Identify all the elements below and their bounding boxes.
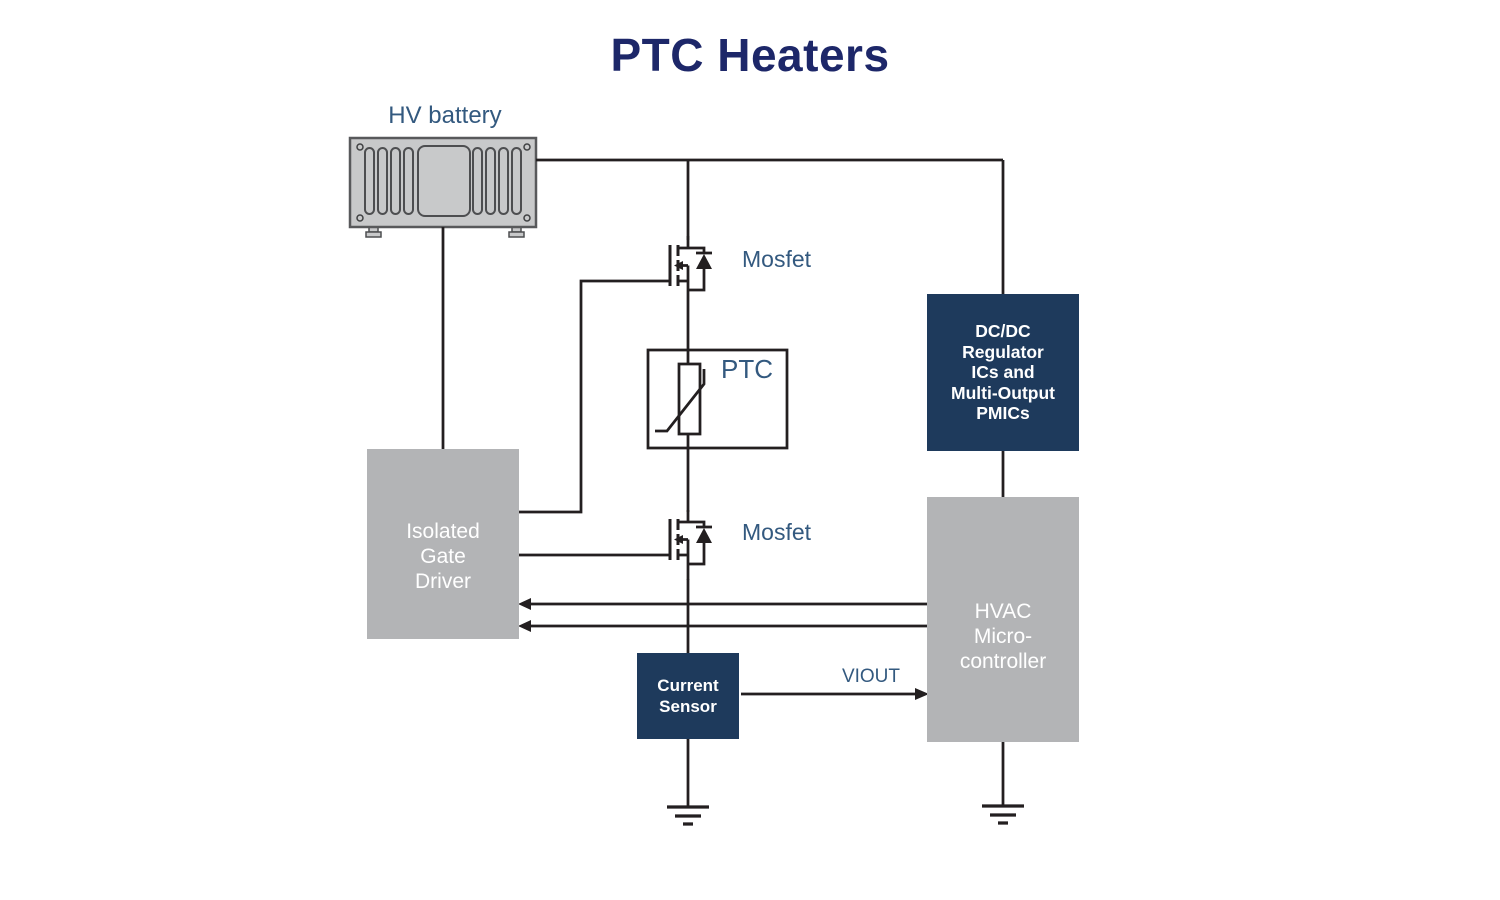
arrowhead-to-gate-driver-1	[518, 598, 531, 610]
hv-battery-icon	[348, 136, 538, 238]
dcdc-line: Regulator	[962, 341, 1044, 362]
dcdc-line: ICs and	[971, 362, 1035, 383]
current-sensor-line: Current	[657, 676, 719, 695]
hvac-line: HVAC	[974, 600, 1032, 623]
mosfet-bottom-icon	[668, 508, 714, 582]
hv-battery-label: HV battery	[388, 102, 502, 129]
ground-icon-right	[980, 804, 1026, 825]
hvac-line: controller	[959, 650, 1047, 673]
dcdc-regulator-box: DC/DC Regulator ICs and Multi-Output PMI…	[927, 294, 1079, 451]
viout-signal-label: VIOUT	[841, 666, 900, 687]
gate-drive-wires	[519, 279, 671, 557]
arrowhead-to-gate-driver-2	[518, 620, 531, 632]
arrowhead-viout	[915, 688, 929, 700]
isolated-gate-driver-box: Isolated Gate Driver	[367, 449, 519, 639]
dcdc-line: Multi-Output	[951, 382, 1055, 403]
isolated-gate-driver-line: Isolated	[406, 519, 480, 543]
current-sensor-box: Current Sensor	[637, 653, 739, 739]
ptc-thermistor-icon	[646, 348, 789, 450]
mosfet-bottom-label: Mosfet	[742, 519, 812, 545]
ptc-label: PTC	[721, 354, 773, 384]
ground-icon-left	[665, 805, 711, 826]
dcdc-line: PMICs	[976, 403, 1030, 424]
page-title: PTC Heaters	[610, 29, 890, 81]
isolated-gate-driver-line: Driver	[415, 569, 471, 593]
control-signal-wires	[518, 598, 929, 700]
hvac-microcontroller-box: HVAC Micro- controller	[927, 497, 1079, 742]
power-wires	[441, 158, 1005, 807]
mosfet-top-label: Mosfet	[742, 246, 812, 272]
current-sensor-line: Sensor	[659, 697, 717, 716]
mosfet-top-icon	[668, 234, 714, 308]
isolated-gate-driver-line: Gate	[420, 544, 466, 568]
hvac-line: Micro-	[973, 625, 1033, 648]
dcdc-line: DC/DC	[975, 321, 1031, 342]
